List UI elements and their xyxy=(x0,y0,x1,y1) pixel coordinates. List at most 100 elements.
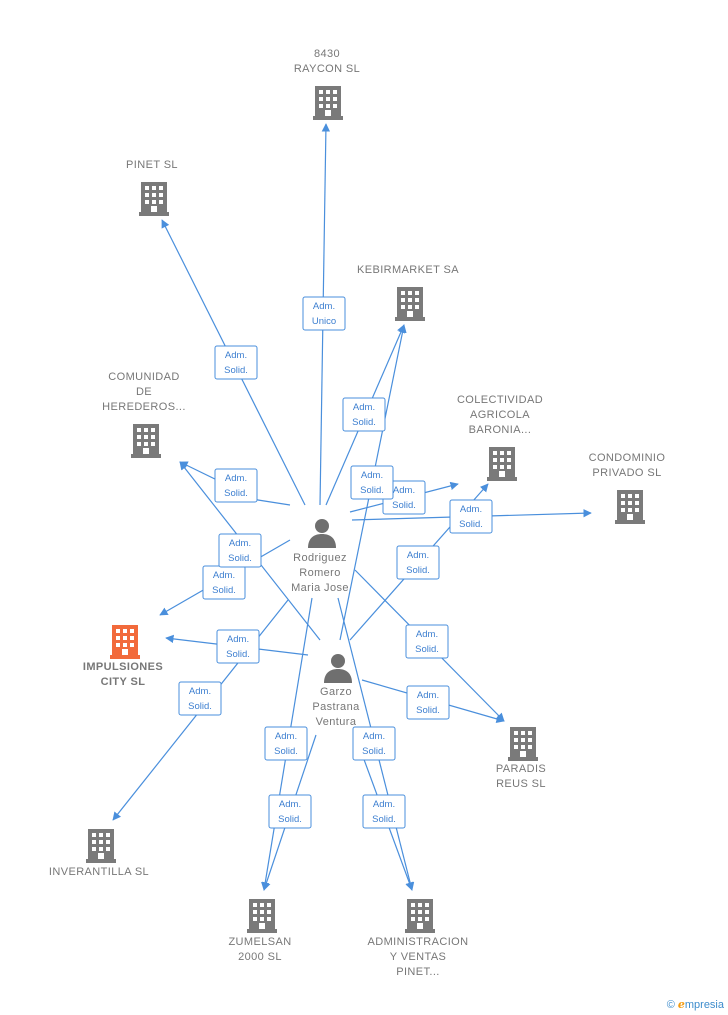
node-label-line: DE xyxy=(136,386,152,398)
edge-label-line: Solid. xyxy=(352,417,376,428)
node-comunidad[interactable]: COMUNIDADDEHEREDEROS... xyxy=(102,371,186,458)
edge-label-box xyxy=(405,624,449,659)
edge-label-rodriguez-raycon[interactable]: Adm. Unico xyxy=(302,296,346,331)
building-icon xyxy=(508,727,538,761)
edge-label-garzo-inverantilla[interactable]: Adm.Solid. xyxy=(178,681,222,716)
edge-label-line: Solid. xyxy=(224,365,248,376)
edge-label-rodriguez-impulsiones[interactable]: Adm.Solid. xyxy=(202,565,246,600)
node-label-line: Ventura xyxy=(316,716,357,728)
edge-label-line: Adm. xyxy=(353,402,375,413)
edges-layer xyxy=(112,123,592,891)
node-label-line: CONDOMINIO xyxy=(589,452,666,464)
node-zumelsan[interactable]: ZUMELSAN 2000 SL xyxy=(228,899,291,963)
edge-label-line: Adm. xyxy=(393,485,415,496)
node-label-line: PINET SL xyxy=(126,159,178,171)
edge-label-line: Solid. xyxy=(372,814,396,825)
edge-label-line: Solid. xyxy=(228,553,252,564)
node-label-line: PINET... xyxy=(396,966,440,978)
person-icon xyxy=(324,654,352,683)
node-label-line: AGRICOLA xyxy=(470,409,530,421)
node-label-line: Garzo xyxy=(320,686,352,698)
node-label-line: Romero xyxy=(299,567,341,579)
building-icon xyxy=(247,899,277,933)
edge-label-box xyxy=(406,685,450,720)
edge-label-line: Solid. xyxy=(224,488,248,499)
edge-label-line: Solid. xyxy=(459,519,483,530)
node-label-line: 8430 xyxy=(314,48,340,60)
edge-label-line: Adm. xyxy=(363,731,385,742)
building-icon xyxy=(487,447,517,481)
edge-label-line: Solid. xyxy=(360,485,384,496)
edge-label-line: Adm. xyxy=(313,301,335,312)
edge-label-box xyxy=(218,533,262,568)
node-label-line: Rodriguez xyxy=(293,552,347,564)
edge-label-line: Adm. xyxy=(225,473,247,484)
node-label-line: 2000 SL xyxy=(238,951,282,963)
edge-label-line: Adm. xyxy=(275,731,297,742)
edge-label-line: Adm. xyxy=(373,799,395,810)
edge-label-box xyxy=(396,545,440,580)
edge-label-rodriguez-condominio[interactable]: Adm.Solid. xyxy=(449,499,493,534)
node-label-line: PARADIS xyxy=(496,763,546,775)
node-pinet[interactable]: PINET SL xyxy=(126,159,178,216)
copyright-icon: © xyxy=(666,999,675,1011)
edge-label-box xyxy=(178,681,222,716)
building-icon xyxy=(615,490,645,524)
edge-label-line: Solid. xyxy=(362,746,386,757)
edge-label-line: Unico xyxy=(312,316,336,327)
edge-label-rodriguez-administracion[interactable]: Adm. Solid. xyxy=(352,726,396,761)
node-label-line: CITY SL xyxy=(101,676,146,688)
node-paradis[interactable]: PARADIS REUS SL xyxy=(496,727,546,790)
node-kebirmarket[interactable]: KEBIRMARKET SA xyxy=(357,264,459,321)
edge-label-garzo-comunidad[interactable]: Adm.Solid. xyxy=(218,533,262,568)
building-icon xyxy=(395,287,425,321)
building-icon xyxy=(139,182,169,216)
edge-label-line: Solid. xyxy=(188,701,212,712)
edge-label-garzo-paradis[interactable]: Adm.Solid. xyxy=(406,685,450,720)
edge-label-line: Adm. xyxy=(417,690,439,701)
edge-label-garzo-kebirmarket[interactable]: Adm. Solid. xyxy=(350,465,394,500)
building-icon xyxy=(313,86,343,120)
edge-label-box xyxy=(268,794,312,829)
node-inverantilla[interactable]: INVERANTILLA SL xyxy=(49,829,149,878)
edge-label-rodriguez-paradis[interactable]: Adm.Solid. xyxy=(405,624,449,659)
edge-label-rodriguez-comunidad[interactable]: Adm. Solid. xyxy=(214,468,258,503)
edge-label-line: Solid. xyxy=(392,500,416,511)
building-icon xyxy=(86,829,116,863)
edge-label-line: Adm. xyxy=(227,634,249,645)
node-label-line: RAYCON SL xyxy=(294,63,360,75)
edge-label-line: Solid. xyxy=(278,814,302,825)
edge-label-line: Adm. xyxy=(213,570,235,581)
brand-logo-text: mpresia xyxy=(684,999,724,1011)
edge-rodriguez-comunidad xyxy=(179,461,291,506)
person-icon xyxy=(308,519,336,548)
edge-label-line: Adm. xyxy=(279,799,301,810)
edge-label-line: Adm. xyxy=(361,470,383,481)
node-label-line: REUS SL xyxy=(496,778,546,790)
node-label-line: ZUMELSAN xyxy=(228,936,291,948)
edge-label-line: Solid. xyxy=(415,644,439,655)
edge-label-garzo-zumelsan[interactable]: Adm. Solid. xyxy=(268,794,312,829)
node-label-line: BARONIA... xyxy=(469,424,532,436)
edge-label-box xyxy=(350,465,394,500)
edge-label-garzo-administracion[interactable]: Adm. Solid. xyxy=(362,794,406,829)
edge-label-line: Solid. xyxy=(406,565,430,576)
brand-logo-initial: e xyxy=(677,998,685,1011)
edge-label-garzo-colectividad[interactable]: Adm.Solid. xyxy=(396,545,440,580)
node-colectividad[interactable]: COLECTIVIDAD AGRICOLA BARONIA... xyxy=(457,394,543,481)
edge-label-box xyxy=(352,726,396,761)
edge-label-rodriguez-pinet[interactable]: Adm.Solid. xyxy=(214,345,258,380)
edge-label-garzo-impulsiones[interactable]: Adm.Solid. xyxy=(216,629,260,664)
edge-label-box xyxy=(264,726,308,761)
edge-label-rodriguez-zumelsan[interactable]: Adm.Solid. xyxy=(264,726,308,761)
node-label-line: COLECTIVIDAD xyxy=(457,394,543,406)
edge-label-rodriguez-kebirmarket[interactable]: Adm. Solid. xyxy=(342,397,386,432)
node-label-line: COMUNIDAD xyxy=(108,371,179,383)
